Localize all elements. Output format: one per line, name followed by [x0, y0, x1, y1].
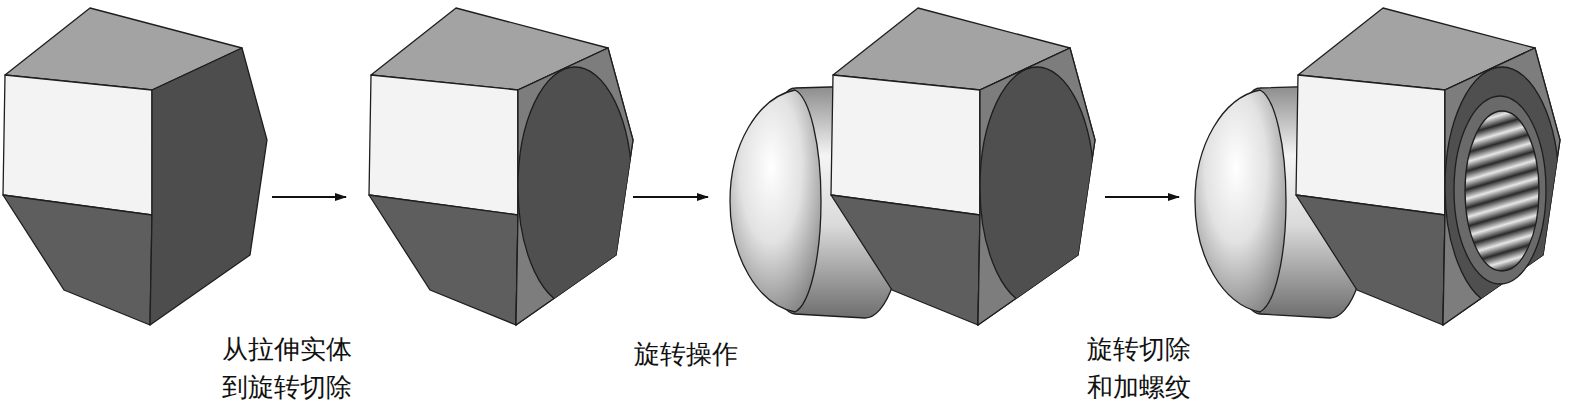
step-arrow [633, 196, 708, 198]
step-label: 旋转切除 和加螺纹 [1087, 330, 1225, 406]
step-label: 旋转操作 [634, 335, 772, 373]
step-label: 从拉伸实体 到旋转切除 [222, 330, 360, 406]
domed-nut [730, 8, 1095, 325]
threaded-cap-nut [1195, 8, 1560, 325]
step-arrow [272, 196, 346, 198]
chamfered-hex [369, 8, 633, 325]
step-arrow [1105, 196, 1179, 198]
hex-prism [3, 8, 267, 325]
